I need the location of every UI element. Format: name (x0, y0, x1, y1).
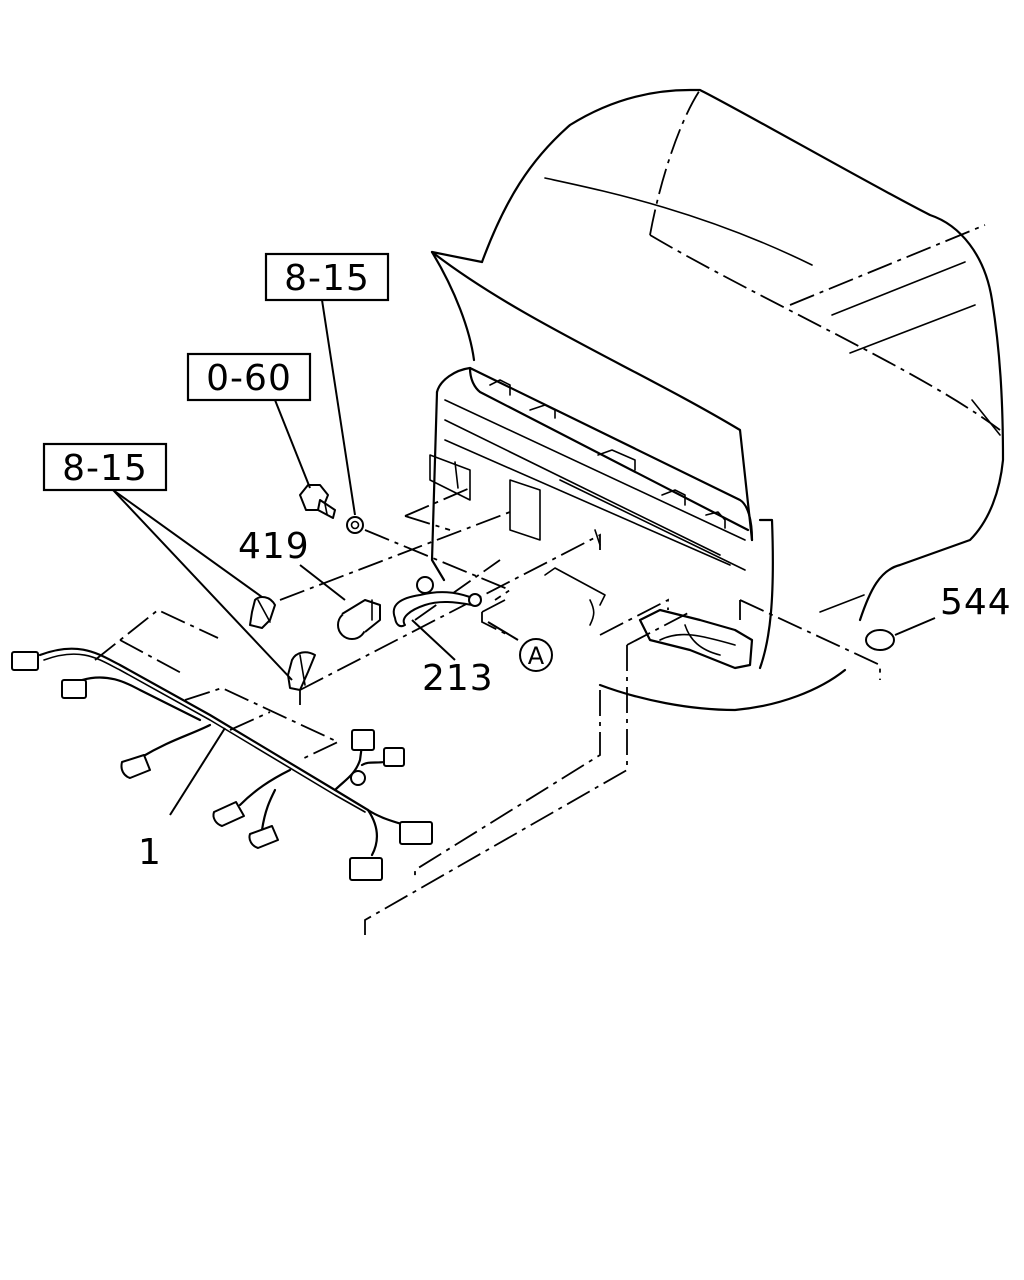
clip-upper-icon (249, 596, 276, 629)
bolt-0-60-icon (299, 484, 336, 519)
ref-label-8-15-top: 8-15 (284, 258, 370, 299)
front-grille-panel (429, 366, 754, 670)
clip-lower-icon (287, 651, 316, 691)
washer-icon (346, 516, 364, 534)
ground-strap-213-icon (392, 576, 482, 628)
wiring-harness-1 (11, 647, 433, 881)
part-label-213: 213 (422, 658, 494, 699)
part-label-419: 419 (238, 526, 310, 567)
cab-outline (430, 88, 1005, 712)
part-label-544: 544 (940, 582, 1012, 623)
part-label-1: 1 (138, 832, 162, 873)
ref-label-0-60: 0-60 (206, 358, 292, 399)
view-a-label: A (528, 642, 545, 670)
callout-leaders (112, 299, 936, 816)
ref-box-8-15-left[interactable]: 8-15 (42, 442, 168, 492)
bolt-419-icon (337, 599, 381, 640)
ref-box-0-60[interactable]: 0-60 (186, 352, 312, 402)
ref-box-8-15-top[interactable]: 8-15 (264, 252, 390, 302)
plug-544-icon (865, 629, 895, 651)
view-a-marker[interactable]: A (519, 638, 553, 672)
assembly-lines (94, 487, 881, 935)
ref-label-8-15-left: 8-15 (62, 448, 148, 489)
